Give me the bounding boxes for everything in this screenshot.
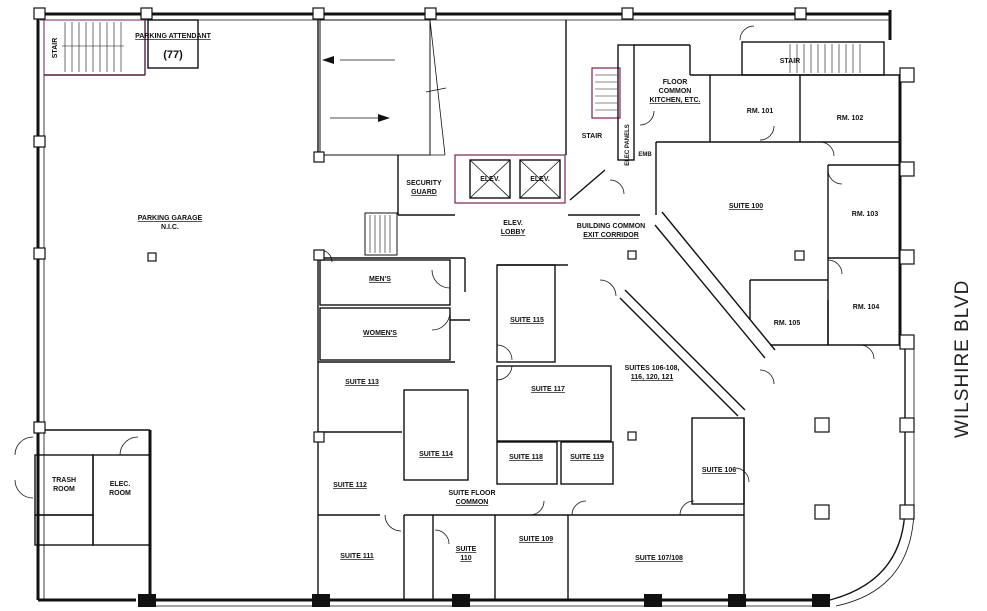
elec-room-label-1: ELEC. bbox=[110, 481, 131, 488]
suite-floor-common-label-1: SUITE FLOOR bbox=[448, 490, 495, 497]
trash-room-label-2: ROOM bbox=[53, 486, 75, 493]
elevator-lobby-label-2: LOBBY bbox=[501, 229, 526, 236]
rm-105-label: RM. 105 bbox=[774, 320, 801, 327]
suite-118-label: SUITE 118 bbox=[509, 454, 543, 461]
elevator-lobby-label-1: ELEV. bbox=[503, 220, 523, 227]
trash-room-label-1: TRASH bbox=[52, 477, 76, 484]
east-rooms bbox=[749, 75, 902, 346]
rm-103-label: RM. 103 bbox=[852, 211, 879, 218]
security-guard-label-1: SECURITY bbox=[406, 180, 442, 187]
southeast-curve bbox=[829, 340, 915, 607]
suite-106-label: SUITE 106 bbox=[702, 467, 736, 474]
trash-elec-rooms bbox=[34, 454, 151, 546]
corridor-label-2: EXIT CORRIDOR bbox=[583, 232, 639, 239]
north-core bbox=[565, 20, 900, 215]
suite-100-label: SUITE 100 bbox=[729, 203, 763, 210]
kitchen-label-1: FLOOR bbox=[663, 79, 688, 86]
core-walls bbox=[364, 154, 566, 256]
rm-104-label: RM. 104 bbox=[853, 304, 880, 311]
stair-center-label: STAIR bbox=[582, 133, 602, 140]
parking-garage-walls bbox=[38, 19, 319, 600]
suite-112-label: SUITE 112 bbox=[333, 482, 367, 489]
mens-label: MEN'S bbox=[369, 276, 391, 283]
door-swings bbox=[14, 25, 875, 545]
suite-113-label: SUITE 113 bbox=[345, 379, 379, 386]
parking-garage-sub: N.I.C. bbox=[161, 224, 179, 231]
stair-nw bbox=[62, 22, 124, 72]
ramp bbox=[319, 19, 447, 156]
stair-security bbox=[364, 212, 398, 256]
suite-115-label: SUITE 115 bbox=[510, 317, 544, 324]
elec-room-label-2: ROOM bbox=[109, 490, 131, 497]
suites-multi-label-1: SUITES 106-108, bbox=[625, 365, 680, 372]
parking-attendant-number: (77) bbox=[163, 49, 183, 61]
stair-ne-label: STAIR bbox=[780, 58, 800, 65]
stair-ne bbox=[741, 41, 885, 76]
stair-nw-label: STAIR bbox=[52, 38, 59, 58]
suite-107-label: SUITE 107/108 bbox=[635, 555, 683, 562]
suites-multi-label-2: 116, 120, 121 bbox=[631, 374, 674, 381]
exterior-walls bbox=[36, 10, 892, 607]
suite-119-label: SUITE 119 bbox=[570, 454, 604, 461]
elec-panels-label: ELEC PANELS bbox=[625, 124, 631, 166]
suite-floor-common-label-2: COMMON bbox=[456, 499, 489, 506]
parking-garage-label: PARKING GARAGE bbox=[138, 215, 203, 222]
kitchen-label-3: KITCHEN, ETC. bbox=[650, 97, 701, 104]
suite-walls bbox=[318, 257, 745, 600]
womens-label: WOMEN'S bbox=[363, 330, 397, 337]
elevator-1-label: ELEV. bbox=[480, 176, 500, 183]
suite-114-label: SUITE 114 bbox=[419, 451, 453, 458]
suite-117-label: SUITE 117 bbox=[531, 386, 565, 393]
suite-110-label-1: SUITE bbox=[456, 546, 477, 553]
structural-columns bbox=[33, 7, 915, 607]
suite-111-label: SUITE 111 bbox=[340, 553, 374, 560]
rm-101-label: RM. 101 bbox=[747, 108, 774, 115]
security-guard-label-2: GUARD bbox=[411, 189, 437, 196]
street-label: WILSHIRE BLVD bbox=[952, 280, 973, 438]
parking-attendant-label: PARKING ATTENDANT bbox=[135, 33, 211, 40]
corridor-label-1: BUILDING COMMON bbox=[577, 223, 645, 230]
suite-109-label: SUITE 109 bbox=[519, 536, 553, 543]
elevator-2-label: ELEV. bbox=[530, 176, 550, 183]
diagonal-corridor bbox=[568, 169, 776, 417]
suite-110-label-2: 110 bbox=[460, 555, 471, 562]
emb-label: EMB bbox=[638, 152, 652, 158]
kitchen-label-2: COMMON bbox=[659, 88, 692, 95]
rm-102-label: RM. 102 bbox=[837, 115, 864, 122]
